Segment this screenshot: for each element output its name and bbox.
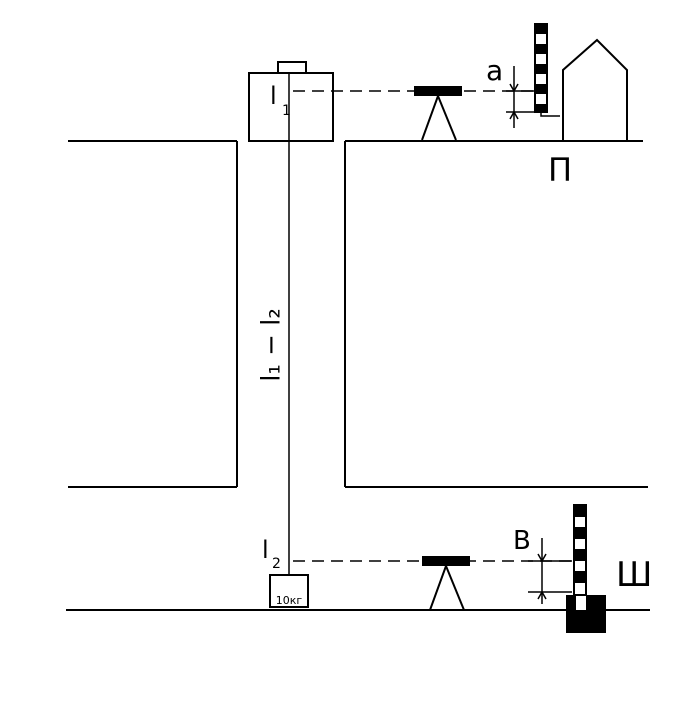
label-a: a — [486, 54, 503, 87]
label-l2: l 2 — [262, 536, 281, 572]
weight-label: 10кг — [276, 594, 303, 607]
label-l1-sub: 1 — [282, 103, 291, 119]
wire-length-label: l₁ − l₂ — [257, 308, 287, 382]
underground-level-instrument-icon — [422, 556, 470, 611]
label-l1: l 1 — [270, 82, 291, 119]
headframe-box — [248, 61, 334, 142]
label-surface: П — [548, 151, 572, 189]
label-l2-main: l — [262, 536, 269, 564]
label-l2-sub: 2 — [272, 556, 281, 572]
plumb-weight-icon: 10кг — [269, 574, 309, 608]
label-l1-main: l — [270, 82, 277, 110]
bench-mark-block-icon — [566, 595, 606, 633]
surface-leveling-staff-icon — [534, 23, 560, 117]
surface-level-instrument-icon — [414, 86, 462, 141]
label-b: B — [513, 526, 531, 556]
label-shaft: Ш — [616, 555, 652, 595]
building-icon — [562, 38, 628, 141]
dimension-b: B — [513, 526, 572, 604]
underground-leveling-staff-icon — [573, 504, 587, 596]
shaft-walls — [68, 141, 648, 488]
dimension-a: a — [486, 54, 534, 128]
wire-expr-text: l₁ − l₂ — [257, 308, 287, 382]
